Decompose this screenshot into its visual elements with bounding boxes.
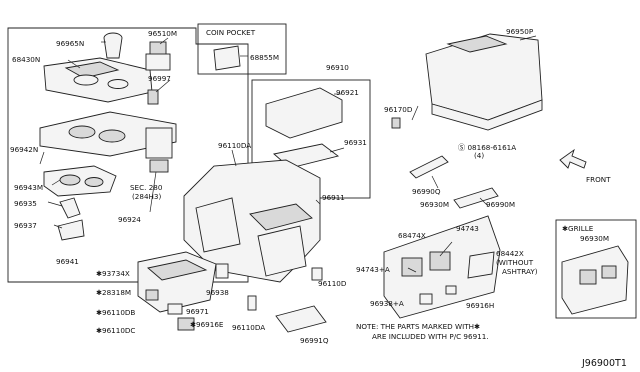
label-94743a: 94743+A xyxy=(356,265,390,274)
console-lid xyxy=(265,87,343,139)
label-96911: 96911 xyxy=(322,193,345,202)
coin-pocket-part xyxy=(213,45,241,71)
grille-inset xyxy=(555,219,637,319)
label-96997: 96997 xyxy=(148,74,171,83)
label-96991q: 96991Q xyxy=(300,336,329,345)
label-96921: 96921 xyxy=(336,88,359,97)
console-bezel xyxy=(39,111,177,241)
label-96938-left: 96938 xyxy=(206,288,229,297)
label-28318m: ✱28318M xyxy=(96,288,131,297)
bracket-96990m xyxy=(453,187,499,209)
label-96110da-top: 96110DA xyxy=(218,141,251,150)
diagram-code: J96900T1 xyxy=(581,358,627,369)
bracket-96990q xyxy=(409,155,449,179)
label-96110dc: ✱96110DC xyxy=(96,326,135,335)
label-96937: 96937 xyxy=(14,221,37,230)
label-68442x-note2: ASHTRAY) xyxy=(502,267,538,276)
label-96943m: 96943M xyxy=(14,183,43,192)
label-96110db: ✱96110DB xyxy=(96,308,135,317)
label-96930m-grille: 96930M xyxy=(580,234,609,243)
label-96935: 96935 xyxy=(14,199,37,208)
label-96990m: 96990M xyxy=(486,200,515,209)
label-96950p: 96950P xyxy=(506,27,534,36)
coin-pocket-title: COIN POCKET xyxy=(206,28,256,37)
grille-part xyxy=(561,245,629,315)
console-bin xyxy=(137,251,323,331)
front-arrow xyxy=(559,148,587,169)
control-panel xyxy=(383,215,501,319)
label-96924: 96924 xyxy=(118,215,141,224)
label-08168-6161a: Ⓢ 08168-6161A xyxy=(458,143,516,152)
label-68855m: 68855M xyxy=(250,53,279,62)
left-group-frame xyxy=(7,27,249,283)
label-96942n: 96942N xyxy=(10,145,38,154)
note-line-1: NOTE: THE PARTS MARKED WITH✱ xyxy=(356,322,480,331)
label-96930m: 96930M xyxy=(420,200,449,209)
label-front: FRONT xyxy=(586,175,611,184)
label-93734x: ✱93734X xyxy=(96,269,130,278)
label-96971: 96971 xyxy=(186,307,209,316)
label-96941: 96941 xyxy=(56,257,79,266)
label-94743: 94743 xyxy=(456,224,479,233)
note-line-2: ARE INCLUDED WITH P/C 96911. xyxy=(372,332,489,341)
sec-280-label: SEC. 280 xyxy=(130,183,163,192)
console-body xyxy=(183,159,321,283)
label-96910: 96910 xyxy=(326,63,349,72)
label-96938a: 96938+A xyxy=(370,299,404,308)
label-96510m: 96510M xyxy=(148,29,177,38)
label-96916e: ✱96916E xyxy=(190,320,224,329)
label-08168-qty: (4) xyxy=(474,151,484,160)
label-96931: 96931 xyxy=(344,138,367,147)
label-68474x: 68474X xyxy=(398,231,426,240)
armrest-cushion xyxy=(425,33,543,131)
label-96170d: 96170D xyxy=(384,105,413,114)
console-bracket xyxy=(275,305,327,333)
screw xyxy=(391,117,401,129)
label-96916h: 96916H xyxy=(466,301,494,310)
label-68442x-note1: (WITHOUT xyxy=(496,258,534,267)
label-96110d: 96110D xyxy=(318,279,347,288)
label-68442x: 68442X xyxy=(496,249,524,258)
cup-holder-assembly xyxy=(43,32,171,105)
grille-title: ✱GRILLE xyxy=(562,224,594,233)
leaders-left xyxy=(39,37,171,229)
sec-284h3-label: (284H3) xyxy=(132,192,162,201)
label-96990q: 96990Q xyxy=(412,187,441,196)
label-68430n: 68430N xyxy=(12,55,40,64)
coin-pocket-inset xyxy=(197,23,287,75)
label-96965n: 96965N xyxy=(56,39,84,48)
label-96110da-bottom: 96110DA xyxy=(232,323,265,332)
